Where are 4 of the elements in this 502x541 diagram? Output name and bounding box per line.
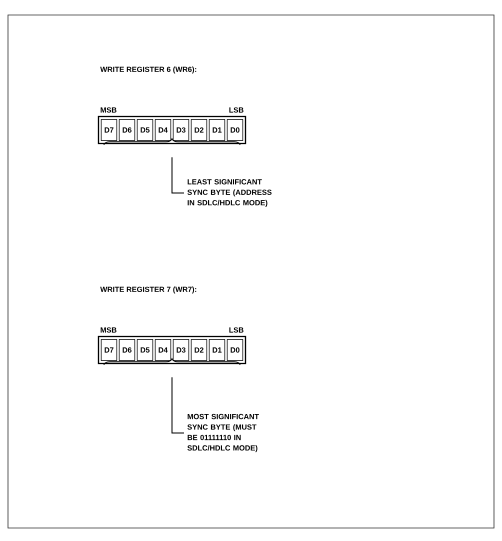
brace [103, 138, 241, 146]
leader-line [172, 376, 184, 434]
leader-line [172, 156, 184, 194]
brace [103, 358, 241, 366]
